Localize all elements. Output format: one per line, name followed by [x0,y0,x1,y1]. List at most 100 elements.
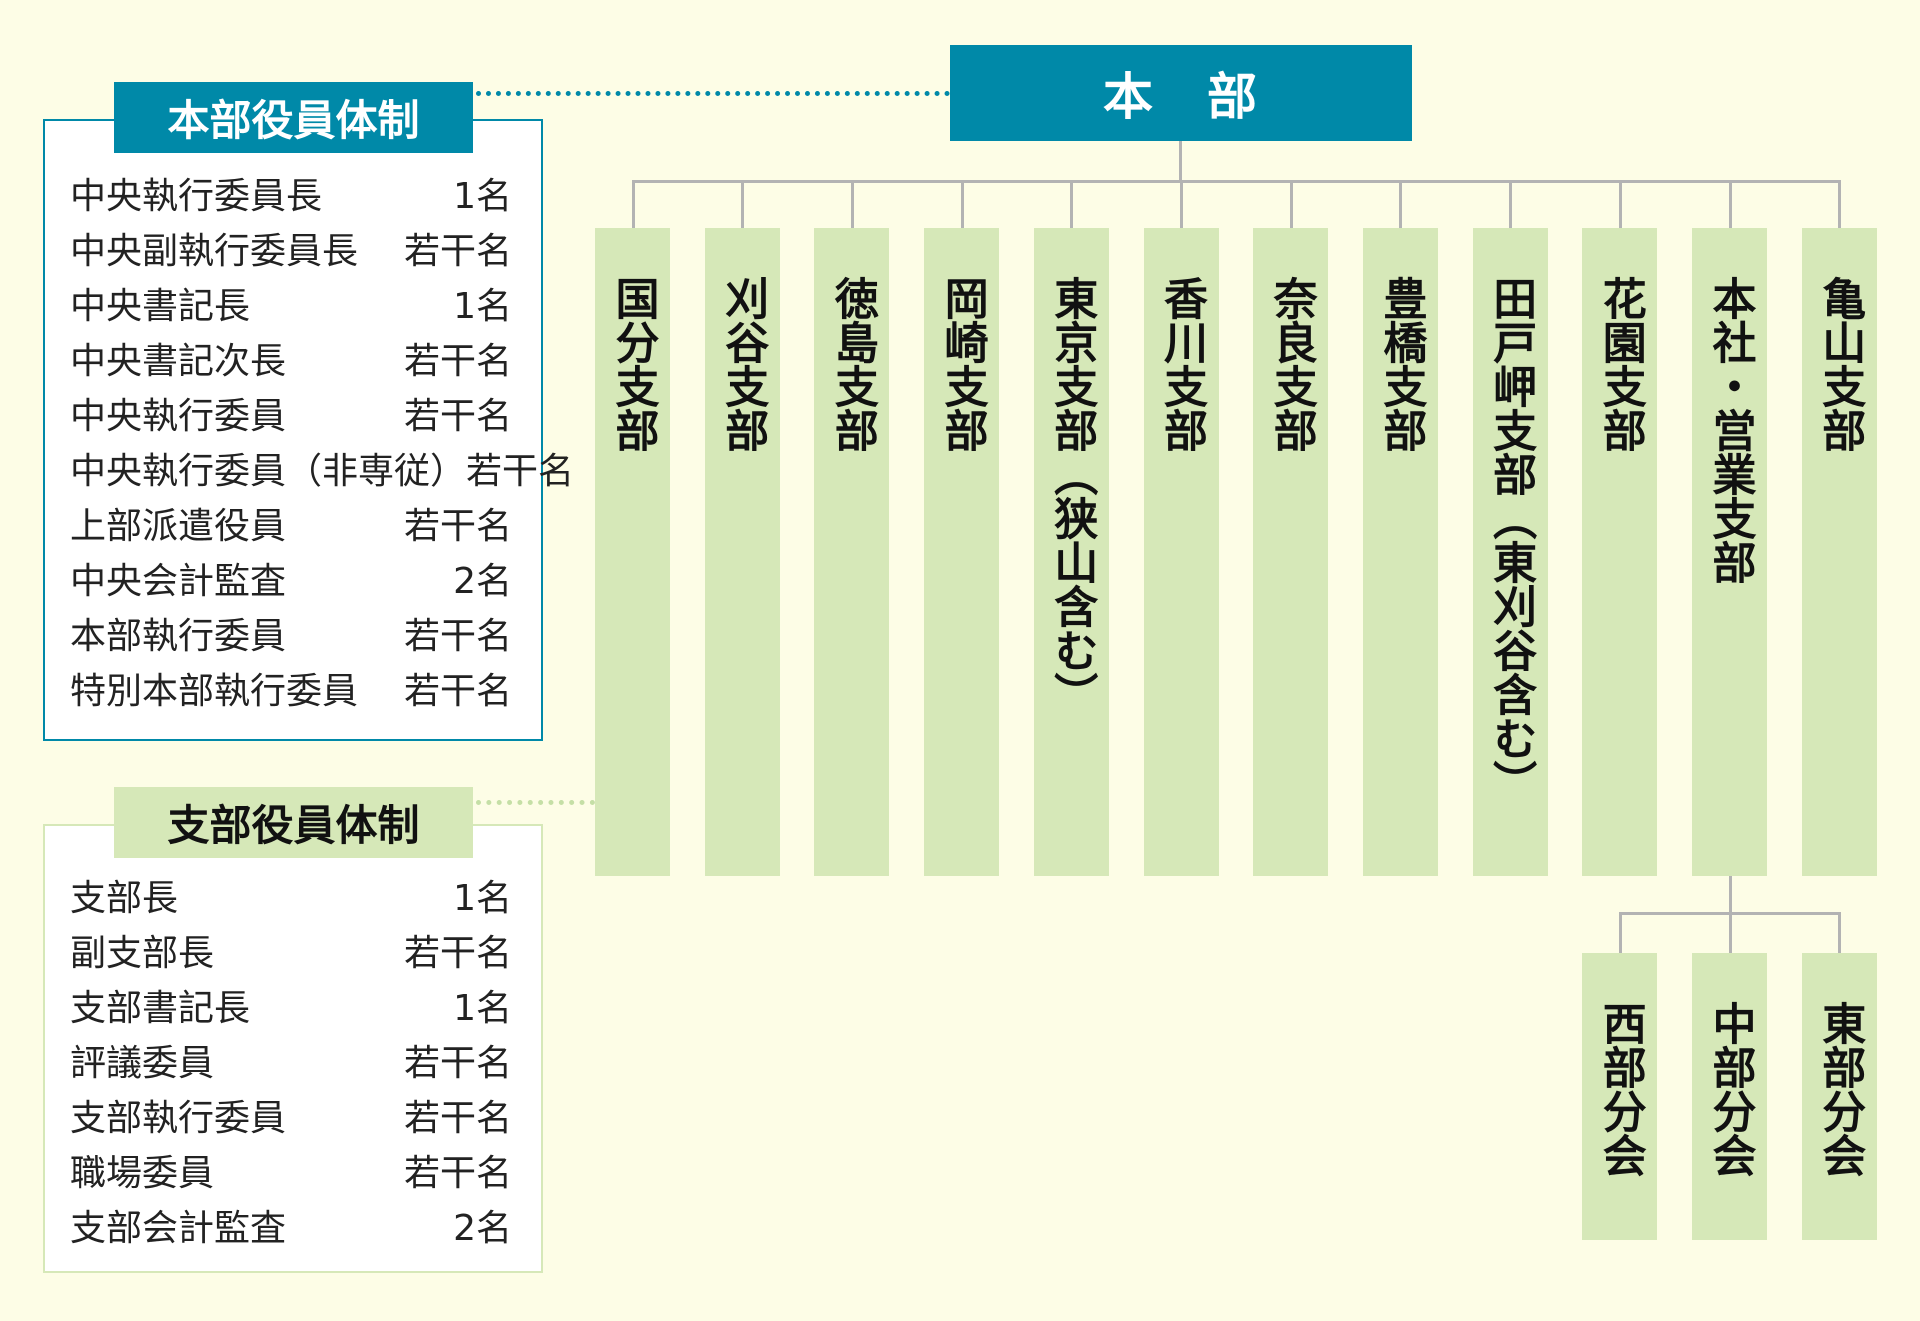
branch-bus-line [631,180,1842,183]
officer-count: 2名 [453,561,512,602]
sub-branch-item-connector [1618,912,1622,953]
branch-column: 岡崎支部 [924,228,1000,876]
officer-row: 支部会計監査 2名 [70,1207,512,1251]
officer-row: 支部長 1名 [70,877,512,921]
officer-count: 1名 [453,878,512,919]
branch-column: 花園支部 [1582,228,1658,876]
headquarters-box: 本 部 [950,45,1412,141]
officer-row: 中央会計監査 2名 [70,560,512,604]
branch-column: 徳島支部 [814,228,890,876]
branch-column: 国分支部 [595,228,670,876]
sub-branch-column: 西部分会 [1582,953,1658,1240]
officer-count: 1名 [453,286,512,327]
branch-connector [1838,180,1842,228]
branch-dotted-connector [476,800,595,805]
officer-row: 副支部長 若干名 [70,932,512,976]
officer-role: 支部書記長 [70,988,251,1029]
sub-branch-item-connector [1838,912,1842,953]
officer-role: 職場委員 [70,1153,215,1194]
officer-row: 評議委員 若干名 [70,1042,512,1086]
branch-connector [850,180,854,228]
officer-role: 中央会計監査 [70,561,287,602]
officer-role: 副支部長 [70,933,215,974]
officer-row: 支部執行委員 若干名 [70,1097,512,1141]
officer-row: 中央執行委員 若干名 [70,395,512,439]
hq-dotted-connector [476,91,950,96]
officer-role: 上部派遣役員 [70,506,287,547]
officer-role: 特別本部執行委員 [70,671,359,712]
officer-role: 中央執行委員（非専従） [70,451,467,492]
branch-label: 東京支部（狭山含む） [1046,276,1098,716]
officer-row: 中央執行委員（非専従）若干名 [70,450,574,494]
officer-count: 若干名 [403,1098,512,1139]
officer-role: 中央執行委員長 [70,176,323,217]
officer-role: 支部執行委員 [70,1098,287,1139]
officer-count: 若干名 [403,671,512,712]
branch-label: 本社・営業支部 [1704,276,1756,584]
branch-officers-title-text: 支部役員体制 [167,801,420,850]
branch-label: 刈谷支部 [717,276,769,452]
branch-connector [1728,180,1732,228]
officer-count: 1名 [453,988,512,1029]
sub-branch-label: 東部分会 [1814,1001,1866,1177]
branch-label: 花園支部 [1594,276,1646,452]
officer-count: 若干名 [403,1043,512,1084]
branch-column: 刈谷支部 [704,228,780,876]
officer-count: 若干名 [403,231,512,272]
officer-role: 中央執行委員 [70,396,287,437]
branch-connector [631,180,635,228]
officer-count: 若干名 [403,1153,512,1194]
branch-connector [741,180,745,228]
branch-connector [1509,180,1513,228]
hq-officers-panel [43,119,543,741]
officer-row: 中央副執行委員長 若干名 [70,230,512,274]
officer-count: 若干名 [466,451,575,492]
branch-connector [1180,180,1183,228]
branch-label: 田戸岬支部（東刈谷含む） [1485,276,1537,804]
officer-role: 本部執行委員 [70,616,287,657]
hq-officers-title: 本部役員体制 [114,82,473,153]
branch-connector [1289,180,1293,228]
hq-connector [1179,141,1182,182]
branch-column: 豊橋支部 [1362,228,1438,876]
officer-row: 中央書記長 1名 [70,285,512,329]
officer-count: 若干名 [403,396,512,437]
branch-connector [960,180,964,228]
officer-role: 中央書記次長 [70,341,287,382]
officer-row: 上部派遣役員 若干名 [70,505,512,549]
branch-column: 本社・営業支部 [1692,228,1767,876]
officer-role: 中央副執行委員長 [70,231,359,272]
headquarters-label: 本 部 [1103,68,1259,126]
hq-officers-title-text: 本部役員体制 [167,96,420,145]
officer-row: 中央執行委員長 1名 [70,175,512,219]
branch-connector [1070,180,1074,228]
officer-row: 職場委員 若干名 [70,1152,512,1196]
branch-label: 奈良支部 [1265,276,1317,452]
branch-column: 田戸岬支部（東刈谷含む） [1472,228,1548,876]
sub-branch-column: 東部分会 [1801,953,1877,1240]
officer-role: 評議委員 [70,1043,215,1084]
branch-column: 香川支部 [1143,228,1219,876]
branch-connector [1618,180,1622,228]
branch-officers-title: 支部役員体制 [114,787,473,858]
branch-label: 徳島支部 [826,276,878,452]
branch-label: 香川支部 [1156,276,1207,452]
officer-count: 若干名 [403,933,512,974]
officer-count: 若干名 [403,616,512,657]
officer-count: 若干名 [403,506,512,547]
branch-connector [1399,180,1403,228]
branch-column: 亀山支部 [1801,228,1877,876]
branch-label: 岡崎支部 [936,276,988,452]
officer-role: 支部長 [70,878,179,919]
branch-officers-panel [43,824,543,1273]
officer-count: 1名 [453,176,512,217]
officer-count: 若干名 [403,341,512,382]
officer-role: 中央書記長 [70,286,251,327]
officer-count: 2名 [453,1208,512,1249]
branch-column: 東京支部（狭山含む） [1033,228,1109,876]
sub-branch-label: 西部分会 [1594,1001,1646,1177]
sub-branch-column: 中部分会 [1692,953,1767,1240]
branch-column: 奈良支部 [1253,228,1329,876]
officer-role: 支部会計監査 [70,1208,287,1249]
officer-row: 中央書記次長 若干名 [70,340,512,384]
